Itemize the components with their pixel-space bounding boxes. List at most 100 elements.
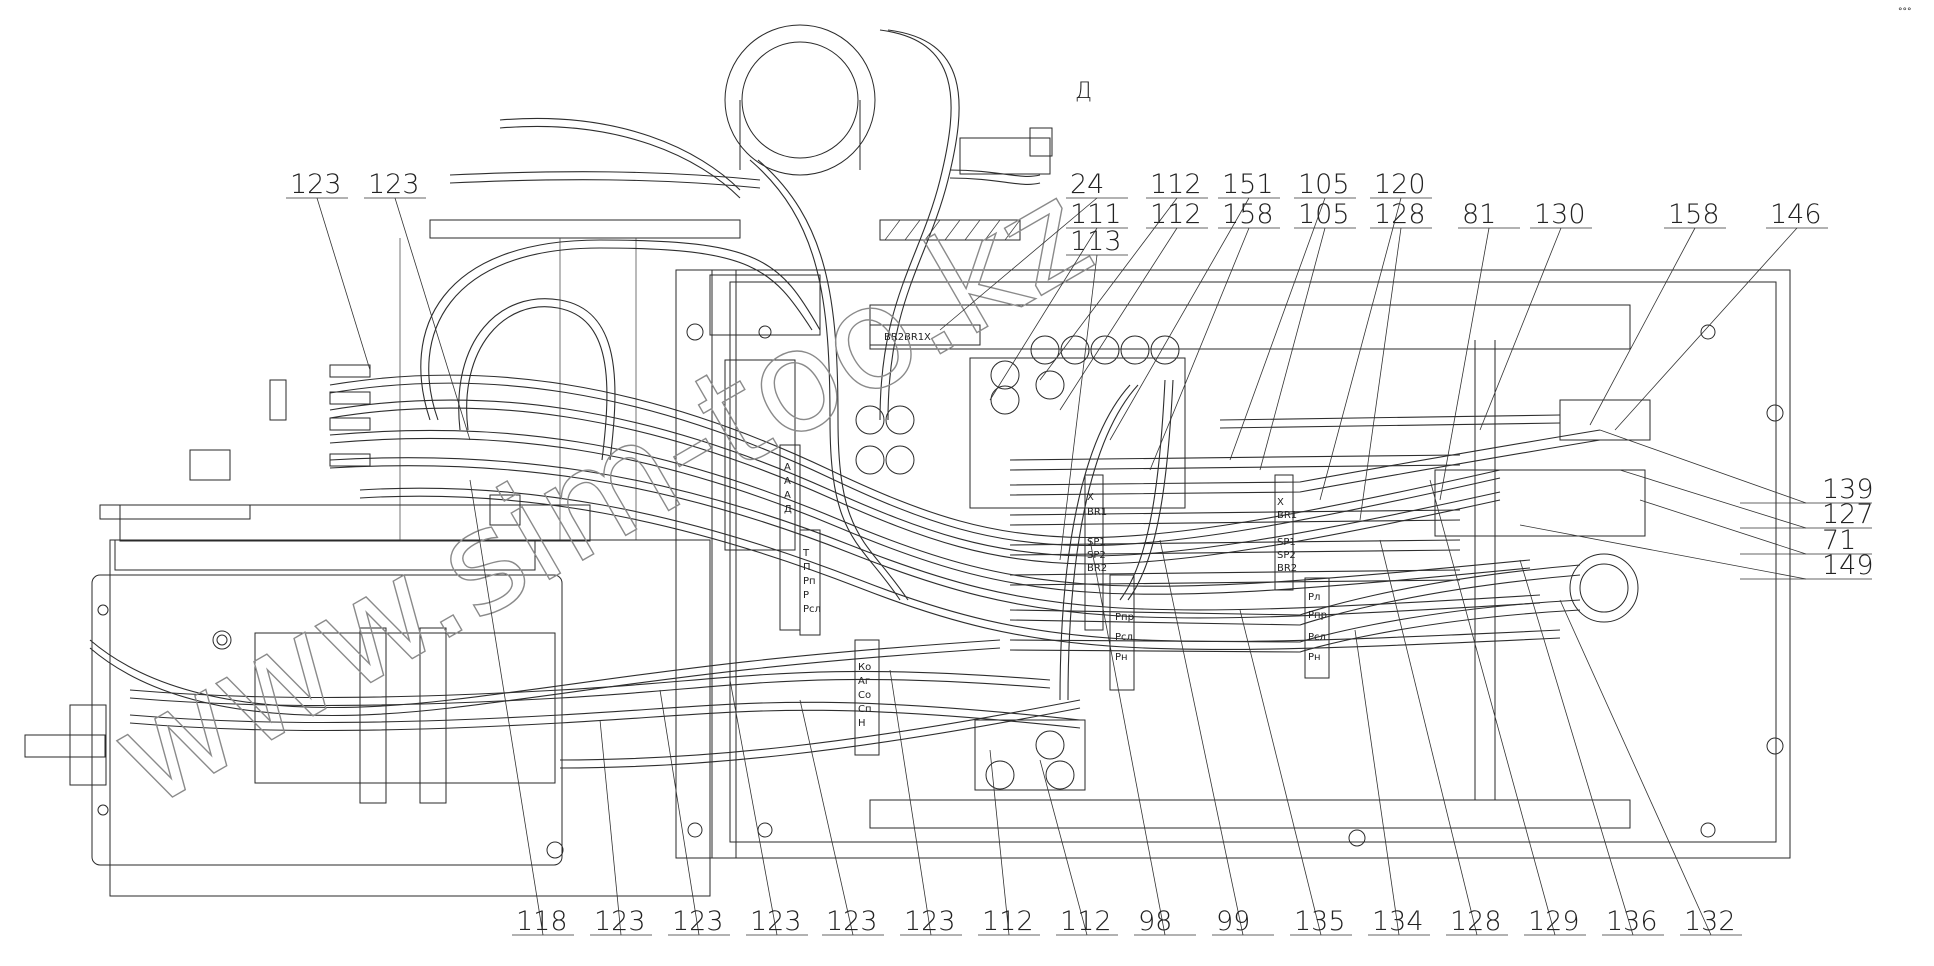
callout-label: 146 <box>1770 199 1822 230</box>
callout-label: 123 <box>290 169 342 200</box>
port-a-2: A <box>784 476 791 487</box>
callout-label: 24 <box>1070 169 1104 200</box>
port-t: T <box>802 548 810 559</box>
callout-label: 112 <box>1150 199 1202 230</box>
leader-line <box>1354 629 1400 936</box>
port-lower-a-rsl: Рсл <box>1115 632 1133 643</box>
port-bottom-n: Н <box>858 718 866 729</box>
port-lower-b-rl: Рл <box>1308 592 1320 603</box>
leader-line <box>1059 254 1098 561</box>
port-a-1: A <box>784 462 791 473</box>
callout-label: 128 <box>1450 906 1502 937</box>
leader-line <box>1439 227 1490 501</box>
port-br1: BR1 <box>904 332 924 343</box>
bolt-holes <box>97 323 1784 859</box>
leader-line <box>1149 227 1250 471</box>
leader-line <box>1039 759 1088 936</box>
port-p: П <box>803 562 811 573</box>
port-lower-b-rn: Рн <box>1308 652 1321 663</box>
watermark-text: www.sim-too.kz <box>86 150 1117 840</box>
callout-label: 112 <box>1150 169 1202 200</box>
leader-line <box>1089 539 1166 936</box>
corner-mark: °°° <box>1898 7 1912 17</box>
callout-label: 71 <box>1822 525 1856 556</box>
leader-line <box>1589 227 1696 426</box>
port-r: Р <box>803 590 809 601</box>
port-bottom-ag: Аг <box>858 676 870 687</box>
callout-label: 105 <box>1298 169 1350 200</box>
leader-line <box>1479 227 1562 431</box>
port-rp: Рп <box>803 576 816 587</box>
leader-line <box>1239 609 1322 936</box>
leader-line <box>1259 227 1326 471</box>
leader-lines <box>316 197 1807 936</box>
leader-line <box>889 669 932 936</box>
leader-line <box>1229 197 1326 461</box>
port-lower-b-rsl: Рсл <box>1308 632 1326 643</box>
callout-label: 129 <box>1528 906 1580 937</box>
frame-outlines <box>24 219 1791 897</box>
leader-line <box>1614 227 1798 431</box>
leader-line <box>1619 469 1807 529</box>
leader-line <box>316 197 371 371</box>
callout-label: 158 <box>1222 199 1274 230</box>
leader-line <box>1059 227 1178 411</box>
hose-bundle-lower <box>89 639 1081 769</box>
port-a-3: A <box>784 490 791 501</box>
callout-label: 134 <box>1372 906 1424 937</box>
hose-upper-loops <box>420 29 1561 701</box>
top-filter-housing <box>724 24 1053 176</box>
port-right-br2: BR2 <box>1277 563 1297 574</box>
port-bottom-so: Со <box>858 690 871 701</box>
leader-line <box>1319 197 1402 501</box>
leader-line <box>1379 539 1478 936</box>
port-lower-a-rpr: Рпр <box>1115 612 1134 623</box>
leader-line <box>659 689 700 936</box>
callout-label: 111 <box>1070 199 1122 230</box>
callout-label: 120 <box>1374 169 1426 200</box>
port-right-br1: BR1 <box>1277 510 1297 521</box>
callout-label: 112 <box>982 906 1034 937</box>
callout-label: 158 <box>1668 199 1720 230</box>
port-center-br2: BR2 <box>1087 563 1107 574</box>
port-lower-a-rn: Рн <box>1115 652 1128 663</box>
port-center-br1: BR1 <box>1087 507 1107 518</box>
leader-line <box>799 699 854 936</box>
port-right-x: X <box>1277 497 1284 508</box>
leader-line <box>989 749 1010 936</box>
callout-label: 151 <box>1222 169 1274 200</box>
left-fittings <box>99 364 521 526</box>
leader-line <box>1359 227 1402 521</box>
leader-line <box>989 227 1098 401</box>
port-d: Д <box>784 504 792 515</box>
port-x: X <box>924 332 931 343</box>
view-label: Д <box>1075 79 1092 104</box>
port-blocks <box>779 324 1330 756</box>
port-right-sp2: SP2 <box>1277 550 1296 561</box>
callout-label: 98 <box>1138 906 1172 937</box>
callout-label: 132 <box>1684 906 1736 937</box>
callout-label: 127 <box>1822 499 1874 530</box>
leader-line <box>1519 559 1634 936</box>
callout-label: 113 <box>1070 226 1122 257</box>
callout-label: 123 <box>672 906 724 937</box>
callout-label: 139 <box>1822 474 1874 505</box>
port-center-sp1: SP1 <box>1087 537 1106 548</box>
leader-line <box>1159 539 1244 936</box>
port-rsl: Рсл <box>803 604 821 615</box>
leader-line <box>469 479 544 936</box>
callout-label: 123 <box>826 906 878 937</box>
callout-label: 112 <box>1060 906 1112 937</box>
callout-label: 128 <box>1374 199 1426 230</box>
port-center-x: X <box>1087 492 1094 503</box>
callout-label: 130 <box>1534 199 1586 230</box>
leader-line <box>729 679 778 936</box>
port-lower-b-rpr: Рпр <box>1308 610 1327 621</box>
callout-label: 123 <box>594 906 646 937</box>
callout-label: 123 <box>368 169 420 200</box>
leader-line <box>1559 599 1712 936</box>
callout-label: 135 <box>1294 906 1346 937</box>
